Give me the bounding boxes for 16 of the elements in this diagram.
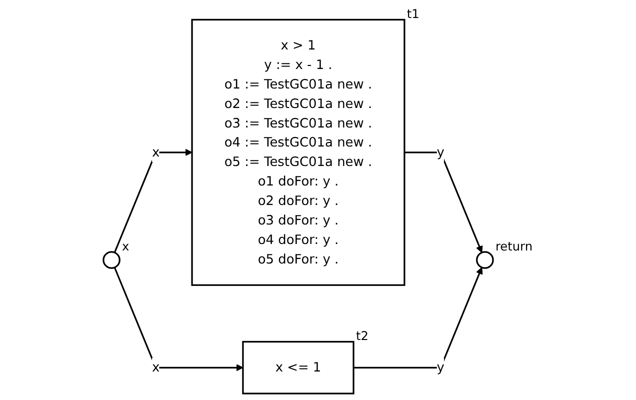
node-caption: x bbox=[122, 239, 130, 254]
node-box: x <= 1 bbox=[242, 340, 354, 394]
node-box: x > 1 y := x - 1 . o1 := TestGC01a new . o2 := TestGC01a new . o3 := TestGC01a new . o4 := TestGC01a new . o5 := TestGC01a new . o1 doFor: y . o2 doFor: y . o3 doFor: y . o4 doFor: y . o5 doFor: y . bbox=[191, 18, 406, 286]
arrow bbox=[114, 267, 244, 372]
edge-label: y bbox=[436, 360, 444, 375]
node-caption: t2 bbox=[356, 329, 368, 344]
edge-label: x bbox=[152, 144, 160, 160]
node-caption: return bbox=[495, 239, 533, 254]
node-circle bbox=[476, 251, 494, 269]
edge-label: x bbox=[152, 360, 160, 375]
arrow bbox=[354, 267, 483, 368]
node-caption: t1 bbox=[406, 7, 420, 22]
arrow bbox=[404, 152, 483, 253]
arrow bbox=[114, 148, 192, 253]
node-circle bbox=[102, 251, 120, 269]
edge-label: y bbox=[436, 144, 444, 160]
